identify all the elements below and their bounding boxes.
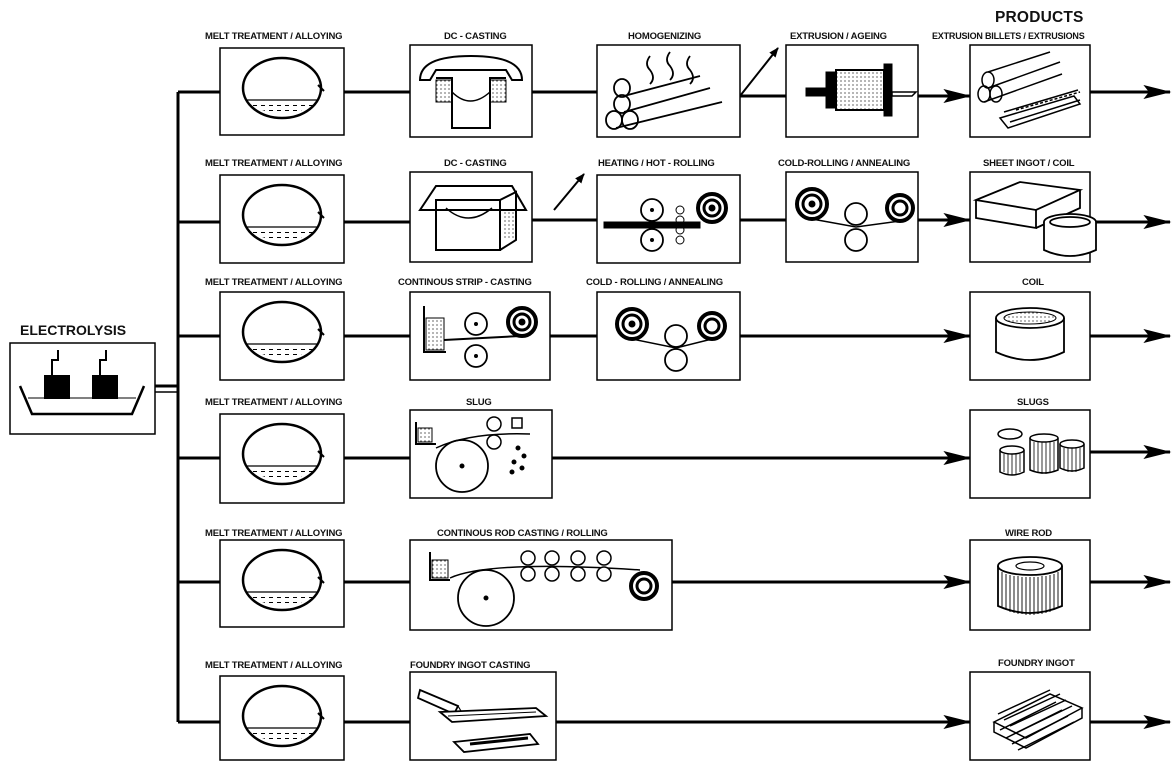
row-4-step-1-label: MELT TREATMENT / ALLOYING [205,397,342,408]
row-1-product-label: EXTRUSION BILLETS / EXTRUSIONS [932,31,1085,41]
row-5-step-2-label: CONTINOUS ROD CASTING / ROLLING [437,528,608,539]
row-6-product-label: FOUNDRY INGOT [998,658,1075,669]
row-1-step-2-label: DC - CASTING [444,31,507,42]
row-3-step-3-label: COLD - ROLLING / ANNEALING [586,277,723,288]
row-2-step-1-label: MELT TREATMENT / ALLOYING [205,158,342,169]
row-6-step-1-label: MELT TREATMENT / ALLOYING [205,660,342,671]
row-5-product-label: WIRE ROD [1005,528,1052,539]
row-5-step-1-label: MELT TREATMENT / ALLOYING [205,528,342,539]
row-2-step-2-label: DC - CASTING [444,158,507,169]
row-6-step-2-label: FOUNDRY INGOT CASTING [410,660,530,671]
row-1-step-1-label: MELT TREATMENT / ALLOYING [205,31,342,42]
electrolysis-label: ELECTROLYSIS [20,322,126,338]
row-3-step-1-label: MELT TREATMENT / ALLOYING [205,277,342,288]
row-2-product-label: SHEET INGOT / COIL [983,158,1074,169]
row-4-product-label: SLUGS [1017,397,1049,408]
products-heading: PRODUCTS [995,9,1084,27]
row-4-step-2-label: SLUG [466,397,492,408]
row-2-step-3-label: HEATING / HOT - ROLLING [598,158,715,169]
row-3-product-label: COIL [1022,277,1044,288]
row-2-step-4-label: COLD-ROLLING / ANNEALING [778,158,910,169]
row-1-step-3-label: HOMOGENIZING [628,31,701,42]
row-3-step-2-label: CONTINOUS STRIP - CASTING [398,277,532,288]
row-1-step-4-label: EXTRUSION / AGEING [790,31,887,42]
